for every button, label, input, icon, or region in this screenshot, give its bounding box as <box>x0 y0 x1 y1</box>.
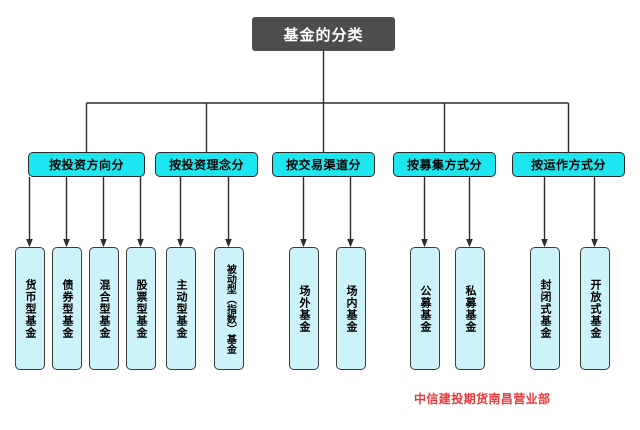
root-node-label: 基金的分类 <box>283 25 364 44</box>
category-node-fundraising-method[interactable]: 按募集方式分 <box>393 152 496 177</box>
leaf-node-passive-index-fund[interactable]: 被动型（指数）基金 <box>214 247 244 370</box>
leaf-label: 公募基金 <box>418 284 432 333</box>
leaf-label: 债券型基金 <box>60 278 74 339</box>
leaf-node-active-fund[interactable]: 主动型基金 <box>166 247 196 370</box>
leaf-label: 私募基金 <box>463 284 477 333</box>
leaf-label: 场外基金 <box>297 284 311 333</box>
root-node-title: 基金的分类 <box>252 17 395 51</box>
leaf-label: 开放式基金 <box>588 278 602 339</box>
leaf-label: 混合型基金 <box>97 278 111 339</box>
leaf-node-equity-fund[interactable]: 股票型基金 <box>126 247 156 370</box>
category-label: 按投资理念分 <box>168 158 244 172</box>
category-node-operation-method[interactable]: 按运作方式分 <box>512 152 625 177</box>
leaf-node-open-end-fund[interactable]: 开放式基金 <box>580 247 610 370</box>
leaf-node-otc-fund[interactable]: 场外基金 <box>289 247 319 370</box>
leaf-label: 场内基金 <box>344 284 358 333</box>
leaf-label: 主动型基金 <box>174 278 188 339</box>
leaf-node-closed-end-fund[interactable]: 封闭式基金 <box>530 247 560 370</box>
category-label: 按交易渠道分 <box>285 158 361 172</box>
category-node-trading-channel[interactable]: 按交易渠道分 <box>272 152 375 177</box>
leaf-node-money-market-fund[interactable]: 货币型基金 <box>15 247 45 370</box>
leaf-node-private-offering-fund[interactable]: 私募基金 <box>455 247 485 370</box>
leaf-node-public-offering-fund[interactable]: 公募基金 <box>410 247 440 370</box>
leaf-label: 被动型（指数）基金 <box>224 263 236 354</box>
leaf-node-exchange-traded-fund[interactable]: 场内基金 <box>336 247 366 370</box>
category-label: 按募集方式分 <box>406 158 482 172</box>
category-node-investment-direction[interactable]: 按投资方向分 <box>28 152 145 177</box>
leaf-label: 股票型基金 <box>134 278 148 339</box>
leaf-label: 封闭式基金 <box>538 278 552 339</box>
watermark-text: 中信建投期货南昌营业部 <box>414 392 551 406</box>
category-label: 按投资方向分 <box>48 158 124 172</box>
leaf-node-hybrid-fund[interactable]: 混合型基金 <box>89 247 119 370</box>
category-label: 按运作方式分 <box>530 158 606 172</box>
leaf-node-bond-fund[interactable]: 债券型基金 <box>52 247 82 370</box>
leaf-label: 货币型基金 <box>23 278 37 339</box>
category-node-investment-philosophy[interactable]: 按投资理念分 <box>155 152 258 177</box>
